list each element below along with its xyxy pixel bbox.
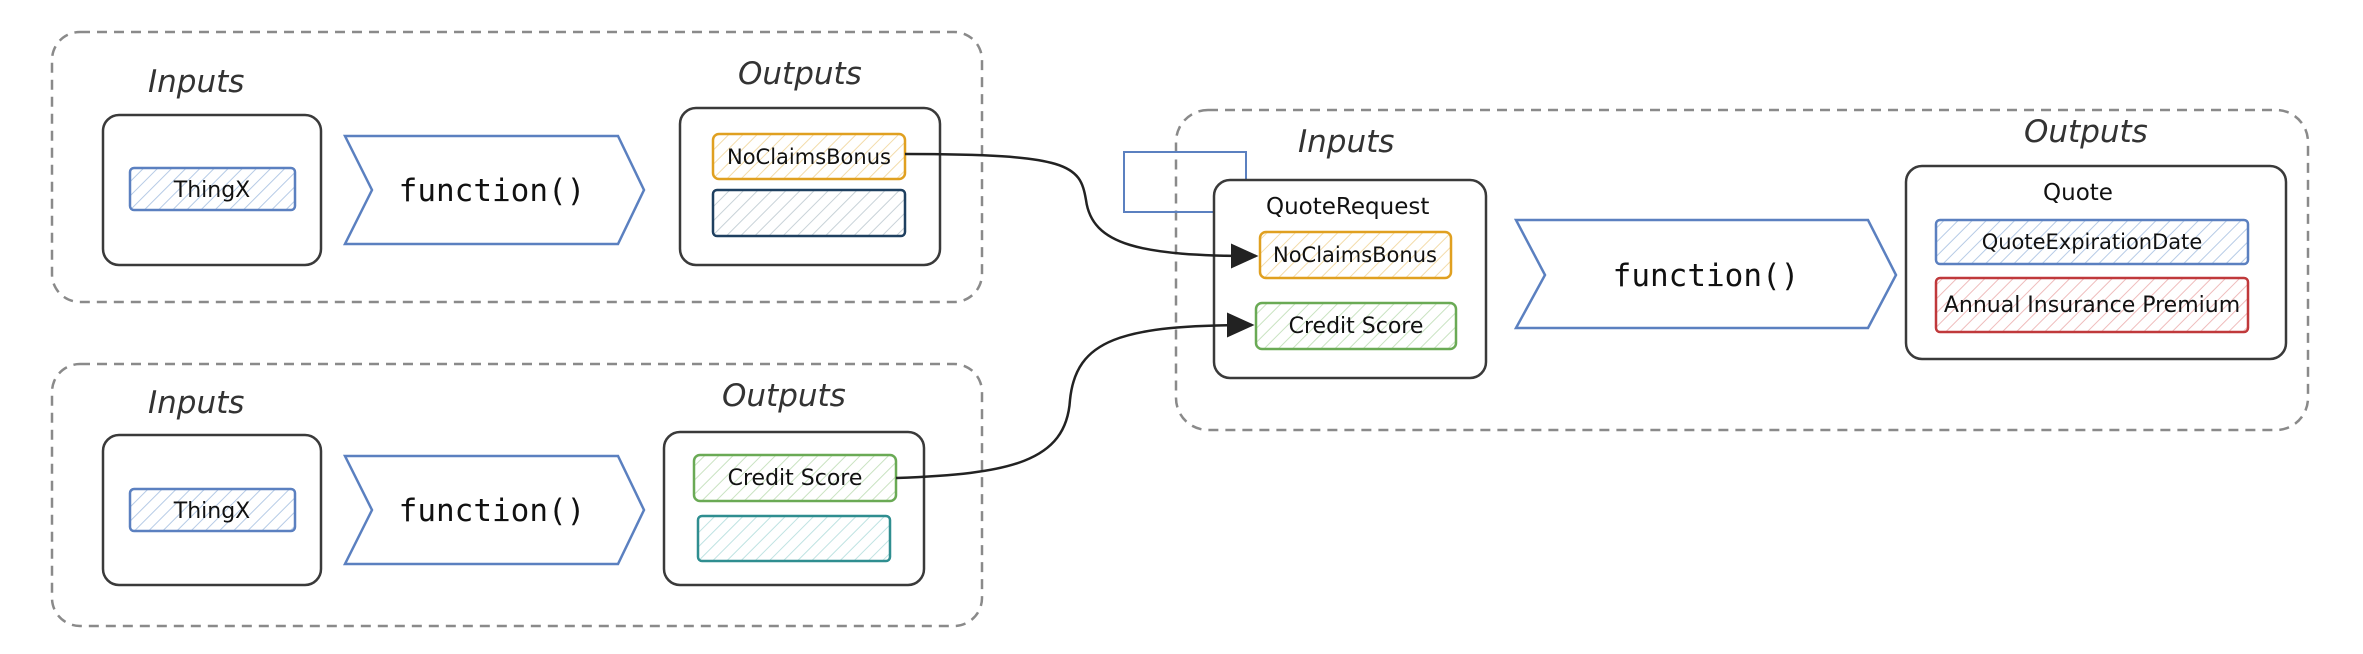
request-item-0: NoClaimsBonus <box>1273 243 1437 267</box>
right-function-chevron[interactable] <box>1513 218 1898 330</box>
top-left-inputs-label: Inputs <box>148 64 244 100</box>
right-outputs-label: Outputs <box>2024 114 2148 150</box>
bottom-left-function-label: function() <box>399 493 586 529</box>
right-function-label: function() <box>1613 258 1800 294</box>
top-left-function-label: function() <box>399 173 586 209</box>
bottom-left-input-item-box[interactable] <box>128 487 297 533</box>
top-left-output-item-box[interactable] <box>711 132 907 181</box>
top-left-outputs-label: Outputs <box>738 56 862 92</box>
request-item-box-1[interactable] <box>1254 301 1458 351</box>
connector-noclaimsbonus <box>904 152 1259 269</box>
bottom-left-input-item: ThingX <box>173 499 250 524</box>
top-left-input-item-box[interactable] <box>128 166 297 212</box>
top-left-output-box <box>678 106 942 267</box>
top-left-group: Inputs Outputs ThingX function() NoClaim… <box>50 30 984 304</box>
quote-item-1: Annual Insurance Premium <box>1944 293 2240 318</box>
bottom-left-outputs-label: Outputs <box>722 378 846 414</box>
quote-title: Quote <box>2043 180 2113 206</box>
top-left-function-chevron[interactable] <box>342 134 646 246</box>
connector-credit-score <box>895 312 1255 480</box>
bottom-left-function-chevron[interactable] <box>342 454 646 566</box>
right-group: Inputs Outputs QuoteRequest NoClaimsBonu… <box>1123 108 2310 432</box>
request-item-1: Credit Score <box>1289 314 1424 339</box>
top-left-output-item: NoClaimsBonus <box>727 145 891 169</box>
top-left-input-item: ThingX <box>173 178 250 203</box>
right-group-border <box>1174 108 2310 432</box>
quote-item-box-0[interactable] <box>1934 218 2250 266</box>
bottom-left-output-empty-slot[interactable] <box>696 514 892 563</box>
bottom-left-group-border <box>50 362 984 628</box>
quote-request-title: QuoteRequest <box>1266 194 1429 220</box>
quote-item-box-1[interactable] <box>1934 276 2250 334</box>
right-inputs-label: Inputs <box>1298 124 1394 160</box>
top-left-group-border <box>50 30 984 304</box>
top-left-output-empty-slot[interactable] <box>711 188 907 238</box>
bottom-left-inputs-label: Inputs <box>148 385 244 421</box>
quote-item-0: QuoteExpirationDate <box>1982 230 2203 254</box>
bottom-left-group: Inputs Outputs ThingX function() Credit … <box>50 362 984 628</box>
bottom-left-output-item: Credit Score <box>728 466 863 491</box>
request-item-box-0[interactable] <box>1258 230 1453 280</box>
